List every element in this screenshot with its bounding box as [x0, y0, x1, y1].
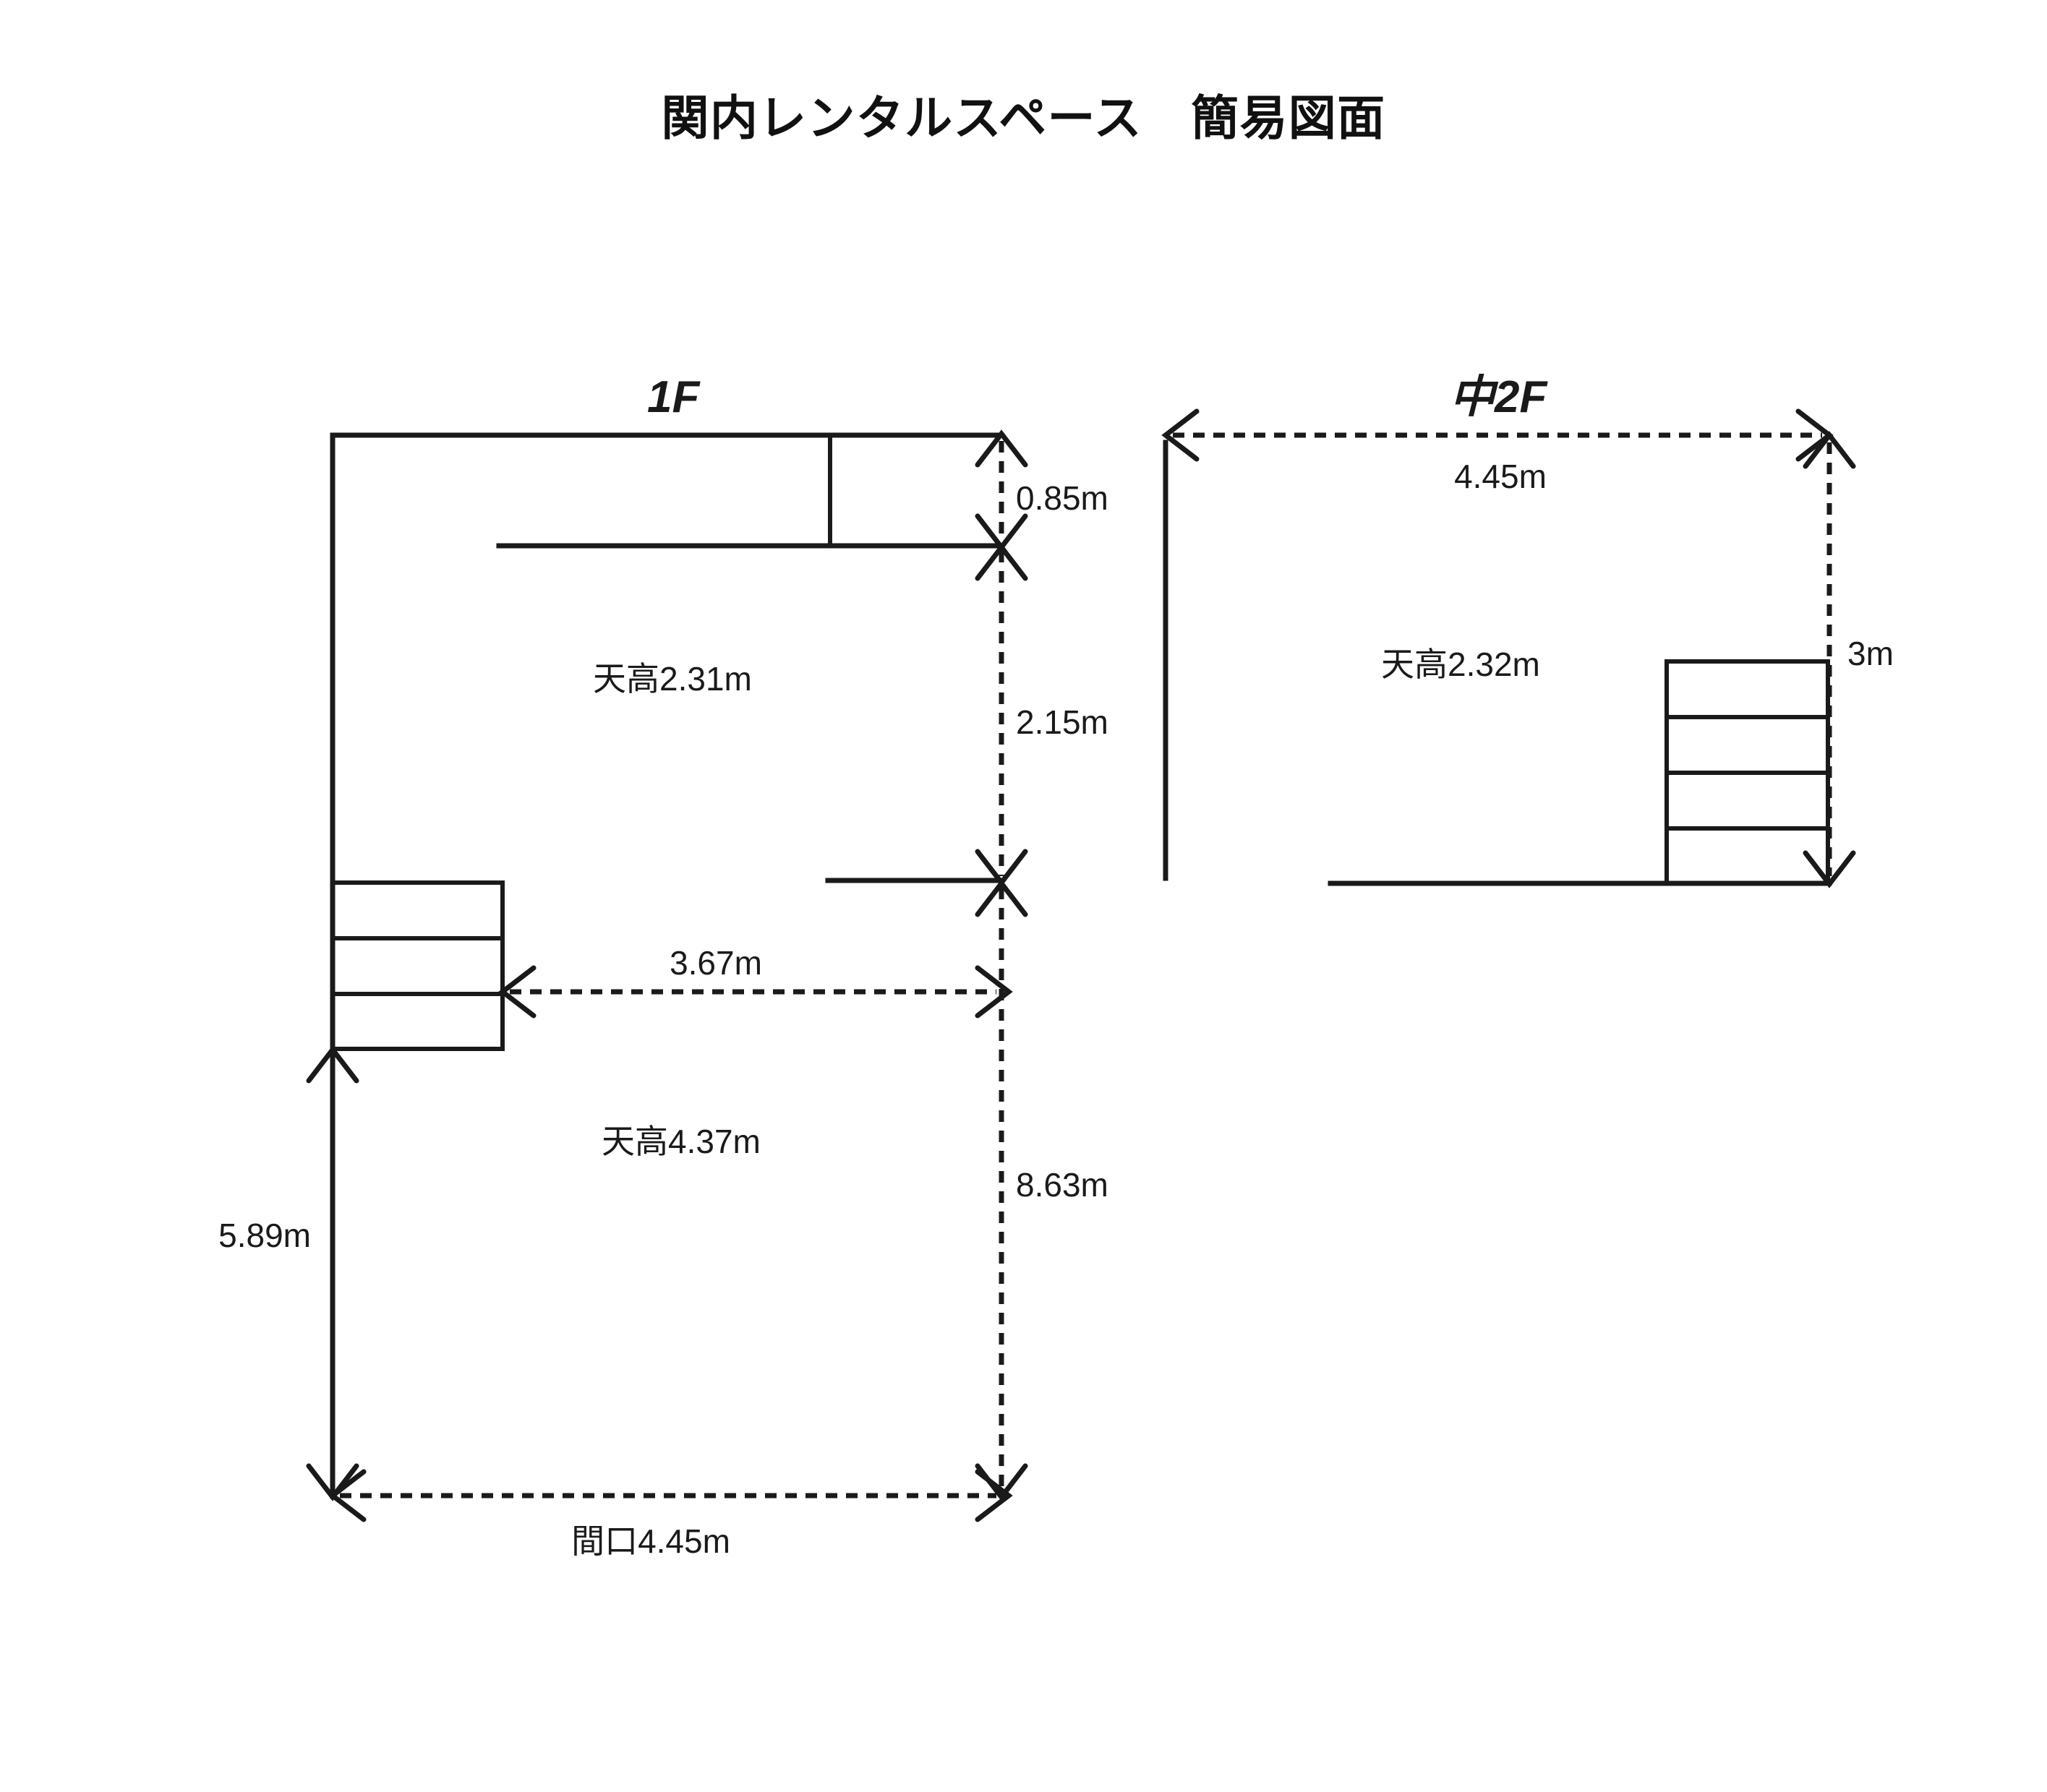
dimension-mezzanine-width-arrow-left [1161, 408, 1200, 462]
mezzanine-ceiling-height: 天高2.32m [1381, 646, 1540, 683]
dimension-mezzanine-width-label: 4.45m [1454, 458, 1547, 495]
dimension-0-85m-label: 0.85m [1016, 479, 1108, 517]
mezzanine-label: 中2F [1450, 372, 1548, 422]
dimension-2-15m: 2.15m [975, 543, 1108, 887]
dimension-5-89m-arrow-top [306, 1045, 359, 1084]
dimension-mezzanine-depth-arrow-bottom [1803, 850, 1856, 888]
dimension-5-89m-label: 5.89m [218, 1217, 311, 1254]
dimension-8-63m-label: 8.63m [1016, 1166, 1108, 1204]
dimension-0-85m-arrow-top [975, 429, 1028, 468]
first-floor-stairs [330, 880, 505, 1051]
dimension-frontage-label: 間口4.45m [571, 1522, 730, 1560]
dimension-mezzanine-width: 4.45m [1161, 408, 1834, 495]
first-floor-plan: 1F 天高2.31m 天高4.37m [218, 372, 1108, 1560]
first-floor-stairs-outline [330, 880, 505, 1051]
dimension-3-67m-arrow-left [498, 965, 537, 1019]
dimension-frontage-arrow-right [975, 1469, 1013, 1522]
dimension-2-15m-label: 2.15m [1016, 703, 1108, 741]
dimension-8-63m: 8.63m [975, 879, 1108, 1501]
dimension-mezzanine-depth-label: 3m [1847, 635, 1894, 672]
dimension-3-67m-arrow-right [975, 965, 1013, 1019]
dimension-8-63m-arrow-top [975, 879, 1028, 917]
page-title: 関内レンタルスペース 簡易図面 [661, 91, 1386, 145]
mezzanine-stairs [1664, 659, 1830, 886]
dimension-mezzanine-depth-arrow-top [1803, 431, 1856, 469]
dimension-3-67m: 3.67m [498, 944, 1013, 1019]
dimension-0-85m: 0.85m [975, 429, 1108, 552]
dimension-2-15m-arrow-top [975, 543, 1028, 581]
dimension-frontage: 間口4.45m [328, 1469, 1013, 1560]
dimension-frontage-arrow-left [328, 1469, 367, 1522]
dimension-mezzanine-depth: 3m [1803, 431, 1894, 888]
dimension-3-67m-label: 3.67m [670, 944, 762, 982]
mezzanine-plan: 中2F 天高2.32m 4.45m [1161, 372, 1894, 888]
first-floor-upper-ceiling-height: 天高2.31m [593, 660, 752, 698]
first-floor-lower-ceiling-height: 天高4.37m [602, 1123, 761, 1160]
dimension-5-89m: 5.89m [218, 1045, 359, 1501]
first-floor-label: 1F [647, 372, 701, 422]
